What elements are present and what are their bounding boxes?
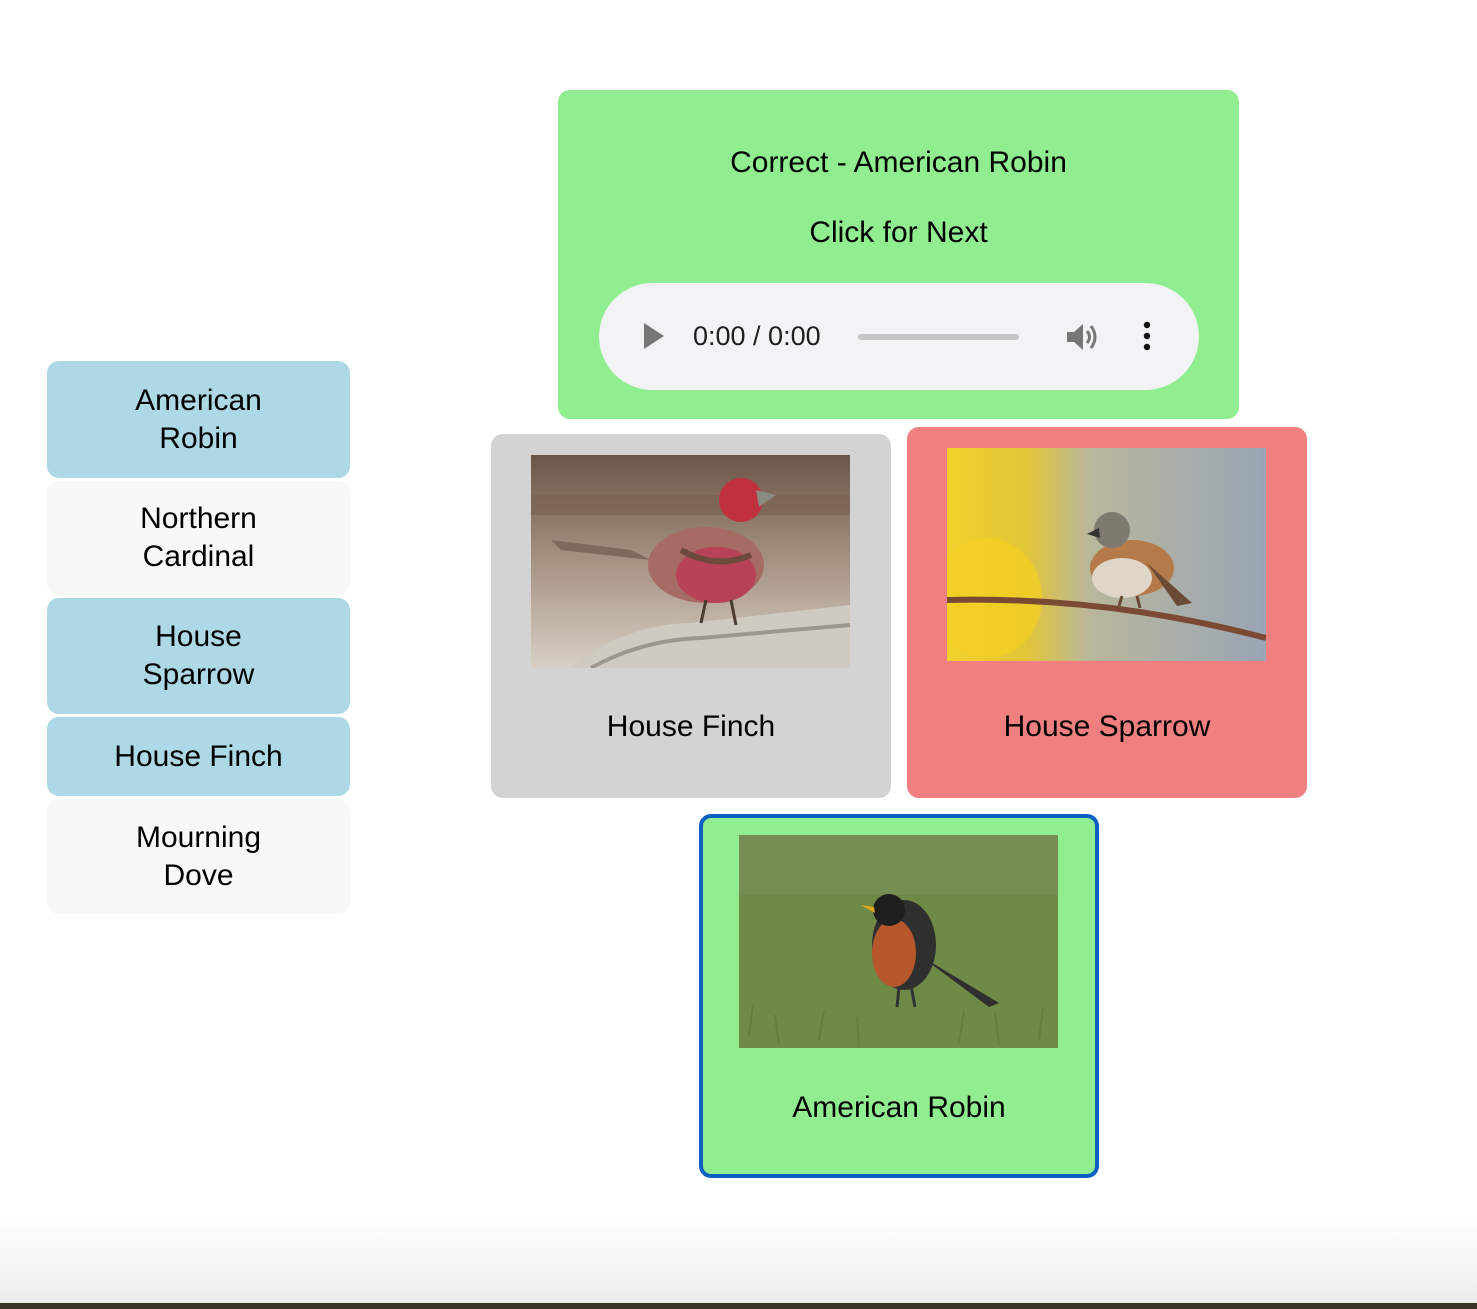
card-label: House Sparrow [1003, 710, 1211, 743]
result-message: Correct - American Robin [730, 146, 1067, 179]
more-options-icon[interactable] [1137, 321, 1157, 353]
bottom-fade [0, 1220, 1477, 1309]
sidebar-item-label: Northern Cardinal [140, 502, 257, 573]
audio-time: 0:00 / 0:00 [693, 321, 821, 351]
audio-progress-bar[interactable] [858, 334, 1019, 340]
house-finch-photo [531, 455, 850, 668]
sidebar-item-northern-cardinal[interactable]: Northern Cardinal [47, 481, 350, 595]
sidebar-item-mourning-dove[interactable]: Mourning Dove [47, 799, 350, 914]
house-sparrow-photo [947, 448, 1266, 661]
sidebar-item-american-robin[interactable]: American Robin [47, 361, 350, 478]
audio-player[interactable]: 0:00 / 0:00 [599, 283, 1199, 390]
sidebar-item-house-finch[interactable]: House Finch [47, 717, 350, 796]
bottom-strip [0, 1303, 1477, 1309]
sidebar-item-label: Mourning Dove [135, 820, 262, 892]
option-card-house-finch[interactable]: House Finch [491, 434, 891, 798]
card-label: American Robin [792, 1091, 1006, 1124]
sidebar-item-label: House Sparrow [142, 620, 255, 691]
feedback-panel[interactable]: Correct - American Robin Click for Next … [558, 90, 1239, 419]
sidebar-item-house-sparrow[interactable]: House Sparrow [47, 598, 350, 714]
option-card-house-sparrow[interactable]: House Sparrow [907, 427, 1307, 798]
option-card-american-robin[interactable]: American Robin [699, 814, 1099, 1178]
volume-icon[interactable] [1065, 321, 1101, 353]
american-robin-photo [739, 835, 1058, 1048]
sidebar-item-label: American Robin [135, 383, 262, 455]
sidebar-item-label: House Finch [114, 739, 283, 773]
next-prompt[interactable]: Click for Next [809, 216, 988, 249]
card-label: House Finch [606, 710, 776, 743]
play-icon[interactable] [644, 323, 664, 349]
